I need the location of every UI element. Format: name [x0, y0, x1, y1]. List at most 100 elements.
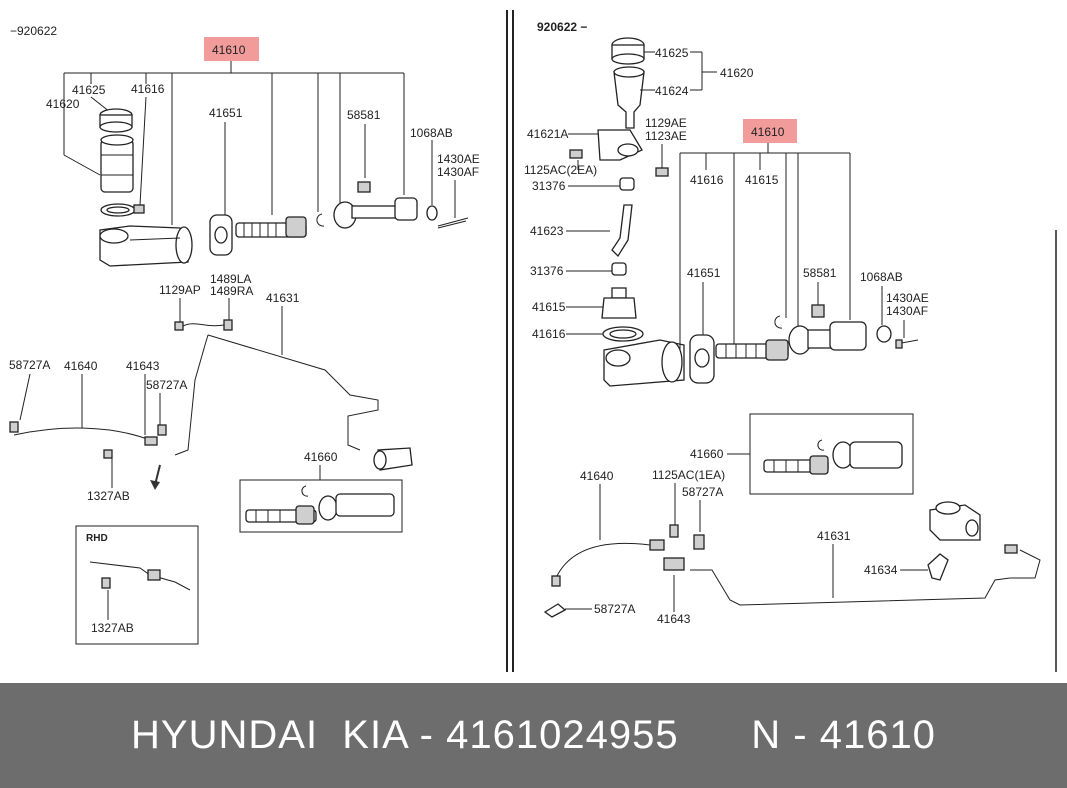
label-1489la: 1489LA: [210, 272, 251, 286]
label-58581: 58581: [347, 108, 381, 122]
label-1068ab: 1068AB: [410, 126, 453, 140]
clutch-hose-icon: [9, 421, 167, 459]
footer-spacer: [679, 713, 752, 758]
right-reservoir-cap-icon: [611, 37, 645, 65]
label-1129ap: 1129AP: [159, 283, 201, 297]
r-label-1123ae: 1123AE: [645, 129, 687, 143]
r-label-41615a: 41615: [532, 300, 566, 314]
footer-group-number: N - 41610: [751, 713, 936, 757]
r-label-1125ac2ea: 1125AC(2EA): [524, 163, 597, 177]
left-bracket: [63, 61, 405, 225]
parts-diagram: −920622 41610 41625 41616 41620 41651 58…: [9, 10, 1057, 672]
reservoir-body-icon: [100, 134, 134, 193]
right-piston-icon: [715, 339, 789, 361]
r-label-41621a: 41621A: [527, 127, 568, 141]
r-label-41651: 41651: [687, 266, 721, 280]
r-label-41625: 41625: [655, 46, 689, 60]
reservoir-cap-icon: [99, 108, 133, 133]
repair-kit-box-left: [239, 479, 403, 533]
r-label-1129ae: 1129AE: [645, 116, 687, 130]
r-label-41631: 41631: [817, 529, 851, 543]
r-label-1430af: 1430AF: [886, 304, 928, 318]
right-pin-icon: [895, 339, 919, 349]
left-highlight-label: 41610: [212, 43, 246, 57]
right-cap-fitting-icon: [601, 287, 637, 319]
right-highlight-box: [743, 119, 797, 143]
r-label-58727a-1: 58727A: [682, 485, 723, 499]
r-label-41660: 41660: [690, 447, 724, 461]
r-label-1430ae: 1430AE: [886, 291, 929, 305]
label-41660-left: 41660: [304, 450, 338, 464]
r-label-1068ab: 1068AB: [860, 270, 903, 284]
r-label-41634: 41634: [864, 563, 898, 577]
label-1430af: 1430AF: [437, 165, 479, 179]
bracket-icon: [569, 129, 669, 177]
right-bracket-clip-icon: [543, 603, 567, 618]
footer-brand-part: HYUNDAI KIA - 4161024955: [131, 713, 679, 757]
right-master-cylinder-icon: [603, 339, 685, 387]
label-41625: 41625: [72, 83, 106, 97]
rhd-detail-icon: [89, 561, 191, 591]
right-date-code: 920622 −: [537, 20, 587, 34]
r-label-41615b: 41615: [745, 173, 779, 187]
hose-clip-icon-2: [611, 262, 627, 276]
r-label-41640: 41640: [580, 469, 614, 483]
r-label-41643: 41643: [657, 612, 691, 626]
footer-banner: HYUNDAI KIA - 4161024955 N - 41610: [0, 683, 1067, 788]
right-operating-cylinder-icon: [929, 501, 1018, 554]
master-cylinder-icon: [99, 225, 193, 267]
r-label-31376-2: 31376: [530, 264, 564, 278]
reservoir-hose-icon: [611, 204, 633, 258]
label-41631: 41631: [266, 291, 300, 305]
right-highlight-label: 41610: [751, 125, 785, 139]
snap-ring-icon: [316, 213, 325, 227]
r-label-41620: 41620: [720, 66, 754, 80]
r-label-58581: 58581: [803, 266, 837, 280]
right-boot-icon: [788, 304, 867, 355]
rhd-title: RHD: [86, 533, 108, 544]
clip-icon: [174, 319, 233, 331]
washer-icon: [426, 205, 438, 221]
piston-spring-icon: [235, 216, 307, 238]
clutch-pipe-icon: [174, 334, 379, 456]
repair-kit-icon: [245, 485, 395, 525]
right-washer-icon: [876, 325, 892, 343]
right-bracket: [679, 143, 851, 350]
right-reservoir-body-icon: [613, 66, 645, 129]
repair-kit-box-right: [749, 413, 914, 495]
left-date-code: −920622: [10, 24, 57, 38]
left-highlight-box: [204, 37, 259, 61]
r-label-41616a: 41616: [532, 327, 566, 341]
r-label-1125ac1ea: 1125AC(1EA): [652, 468, 725, 482]
r-label-41616b: 41616: [690, 173, 724, 187]
clamp-icon: [100, 203, 145, 217]
label-1430ae: 1430AE: [437, 152, 480, 166]
pin-icon: [437, 217, 469, 229]
label-41640: 41640: [64, 359, 98, 373]
gasket-icon: [209, 214, 233, 256]
label-58727a-left-2: 58727A: [146, 378, 187, 392]
right-clamp-icon: [602, 326, 644, 342]
right-clutch-pipe-icon: [690, 549, 1041, 606]
label-1489ra: 1489RA: [210, 284, 253, 298]
r-label-41624: 41624: [655, 84, 689, 98]
rhd-label-1327ab: 1327AB: [91, 621, 134, 635]
hose-clip-icon: [619, 177, 635, 191]
r-label-58727a-2: 58727A: [594, 602, 635, 616]
boot-push-rod-icon: [333, 181, 418, 229]
rhd-box: [75, 525, 199, 645]
label-41616: 41616: [131, 82, 165, 96]
label-41643: 41643: [126, 359, 160, 373]
arrow-down-icon: [150, 464, 161, 490]
r-label-31376-1: 31376: [532, 179, 566, 193]
operating-cylinder-stub-icon: [373, 447, 413, 471]
label-1327ab: 1327AB: [87, 489, 130, 503]
right-snap-ring-icon: [774, 315, 783, 329]
label-58727a-left: 58727A: [9, 358, 50, 372]
label-41651: 41651: [209, 106, 243, 120]
right-repair-kit-icon: [763, 439, 903, 475]
label-41620: 41620: [46, 97, 80, 111]
right-pipe-clip-icon: [927, 553, 949, 581]
right-clutch-hose-icon: [551, 524, 705, 587]
r-label-41623: 41623: [530, 224, 564, 238]
